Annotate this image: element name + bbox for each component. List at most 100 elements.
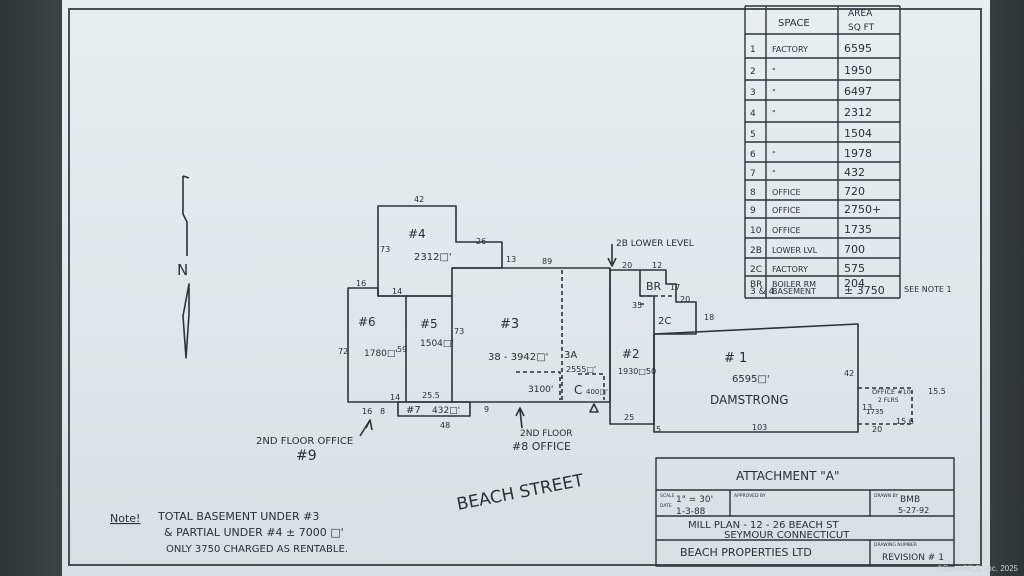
building-6-num: #6 [358, 315, 376, 329]
approved-label: APPROVED BY [734, 493, 766, 499]
building-3-outline [452, 267, 611, 403]
building-2c-num: 2C [658, 316, 671, 327]
dim-label: 15.6 [896, 417, 914, 426]
schedule-cell-n: 1 [750, 45, 756, 55]
dim-label: 25 [624, 413, 634, 422]
schedule-header-area-1: AREA [848, 9, 873, 19]
building-3b-area: 3100' [528, 385, 553, 395]
dim-label: 16 [356, 279, 366, 288]
rev-date-value: 5-27-92 [898, 506, 929, 515]
watermark: ©SmartMLS, Inc. 2025 [936, 564, 1018, 573]
building-2-num: #2 [622, 347, 640, 361]
dim-label: 59 [397, 345, 407, 354]
building-7-num: #7 [406, 405, 421, 416]
schedule-cell-space: FACTORY [772, 45, 808, 54]
title-line-2: SEYMOUR CONNECTICUT [724, 530, 850, 541]
schedule-cell-n: 2B [750, 246, 762, 256]
street-label: BEACH STREET [455, 471, 586, 515]
dim-label: 5 [656, 425, 661, 434]
building-2-outline [609, 269, 655, 425]
schedule-cell-space: " [772, 150, 776, 159]
dim-label: 35 [632, 301, 642, 310]
building-3c-area: 400□' [586, 388, 608, 396]
dim-label: 42 [414, 195, 424, 204]
scale-value: 1" = 30' [676, 495, 713, 505]
building-4-outline [377, 205, 503, 297]
schedule-cell-n: 4 [750, 109, 756, 119]
schedule-cell-area: ± 3750 [844, 284, 885, 297]
schedule-header-area-2: SQ FT [848, 23, 875, 33]
schedule-cell-n: 8 [750, 188, 756, 198]
schedule-cell-space: BASEMENT [772, 287, 816, 296]
note-line-3: ONLY 3750 CHARGED AS RENTABLE. [166, 544, 348, 555]
north-arrow [182, 175, 190, 359]
schedule-cell-area: 204 [844, 277, 865, 290]
plan-sheet [62, 0, 990, 576]
dim-label: 26 [476, 237, 486, 246]
building-1-name: DAMSTRONG [710, 393, 789, 407]
dim-label: 89 [542, 257, 552, 266]
schedule-cell-n: 2C [750, 265, 762, 275]
schedule-cell-n: 6 [750, 150, 756, 160]
dim-label: 73 [454, 327, 464, 336]
dim-label: 25.5 [422, 391, 440, 400]
see-note: SEE NOTE 1 [904, 285, 952, 294]
dim-label: 42 [844, 369, 854, 378]
building-3c-num: C [574, 383, 582, 397]
schedule-cell-space: BOILER RM [772, 280, 816, 289]
office-10-sub: 2 FLRS [878, 397, 899, 404]
schedule-cell-area: 2312 [844, 106, 872, 119]
dim-label: 20 [872, 425, 882, 434]
office-8-arrow [515, 407, 525, 429]
schedule-cell-n: 10 [750, 226, 762, 236]
dim-label: 72 [338, 347, 348, 356]
dim-label: 13 [862, 403, 872, 412]
building-1-num: # 1 [724, 351, 747, 366]
building-7-area: 432□' [432, 406, 460, 416]
schedule-cell-area: 1950 [844, 64, 872, 77]
dim-label: 8 [380, 407, 385, 416]
dim-label: 16 [362, 407, 372, 416]
building-1-area: 6595□' [732, 374, 770, 385]
drawing-number-label: DRAWING NUMBER [874, 542, 917, 548]
dim-label: 18 [704, 313, 714, 322]
dim-label: 20 [680, 295, 690, 304]
schedule-cell-area: 6595 [844, 42, 872, 55]
office-10-outline [858, 387, 913, 425]
north-label: N [177, 261, 188, 279]
schedule-cell-area: 720 [844, 185, 865, 198]
building-br-outline [640, 269, 697, 335]
building-5-outline [406, 295, 453, 403]
drawing-border [68, 8, 982, 566]
schedule-cell-area: 1504 [844, 127, 872, 140]
office-8-callout-line1: 2ND FLOOR [520, 429, 573, 439]
office-8-marker [589, 403, 599, 413]
building-7-outline [397, 401, 471, 417]
dim-label: 12 [652, 261, 662, 270]
schedule-cell-area: 1978 [844, 147, 872, 160]
note-label: Note! [110, 512, 140, 525]
schedule-cell-n: 3 & 4 [750, 287, 774, 297]
schedule-cell-area: 700 [844, 243, 865, 256]
schedule-cell-space: OFFICE [772, 188, 801, 197]
building-3-area: 38 - 3942□' [488, 352, 548, 363]
lower-level-arrow [607, 244, 617, 267]
revision-value: REVISION # 1 [882, 553, 944, 563]
building-1-outline [653, 323, 859, 433]
office-9-callout-line1: 2ND FLOOR OFFICE [256, 436, 353, 447]
dim-label: 13 [506, 255, 516, 264]
schedule-cell-area: 2750+ [844, 203, 881, 216]
schedule-cell-space: LOWER LVL [772, 246, 818, 255]
dim-label: 73 [380, 245, 390, 254]
schedule-table-lines [744, 5, 901, 299]
schedule-cell-n: 3 [750, 88, 756, 98]
schedule-cell-n: BR [750, 280, 762, 290]
dim-label: 103 [752, 423, 767, 432]
schedule-cell-n: 9 [750, 206, 756, 216]
schedule-cell-space: " [772, 109, 776, 118]
date-value: 1-3-88 [676, 507, 706, 517]
schedule-cell-space: " [772, 67, 776, 76]
schedule-cell-area: 575 [844, 262, 865, 275]
building-2c-outline [640, 295, 676, 305]
dim-label: 15.5 [928, 387, 946, 396]
